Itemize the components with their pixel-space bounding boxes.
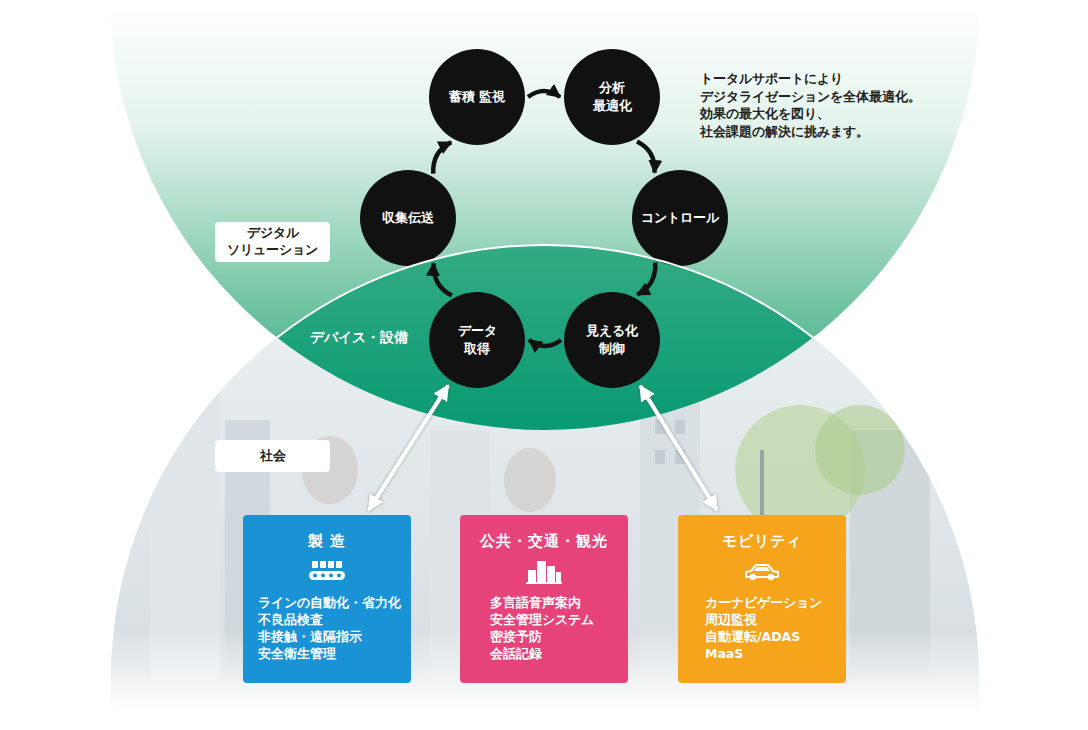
cycle-arrow [529, 340, 561, 346]
card-item: 周辺監視 [678, 611, 846, 628]
cycle-arrow [637, 142, 655, 173]
region-label: デバイス・設備 [310, 329, 408, 347]
note-text: トータルサポートにより デジタライゼーションを全体最適化。 効果の最大化を図り、… [700, 70, 940, 140]
region-arc [277, 245, 813, 338]
process-circle: データ 取得 [429, 292, 525, 388]
circle-text-wrap: 分析 最適化 [564, 49, 660, 145]
digital-region [110, 0, 980, 430]
society-photo [100, 240, 1000, 710]
card-item: カーナビゲーション [678, 594, 846, 611]
car-icon [741, 559, 783, 583]
domain-card: モビリティカーナビゲーション周辺監視自動運転/ADASMaaS [678, 515, 846, 683]
circle-shape [564, 49, 660, 145]
card-item: 安全管理システム [460, 611, 628, 628]
card-icon [460, 556, 628, 586]
circle-text-wrap: コントロール [632, 170, 728, 266]
tag-label: 社会 [260, 448, 286, 465]
tag-label: デジタル ソリューション [223, 225, 323, 259]
card-heading: モビリティ [678, 532, 846, 551]
circle-text-wrap: 蓄積 監視 [429, 49, 525, 145]
card-item: ラインの自動化・省力化 [243, 594, 411, 611]
card-item: 会話記録 [460, 645, 628, 662]
conveyor-icon [307, 559, 347, 583]
process-circle: 分析 最適化 [564, 49, 660, 145]
circle-label: 分析 最適化 [582, 79, 642, 115]
card-item: 密接予防 [460, 628, 628, 645]
circle-label: 見える化 制御 [582, 322, 642, 358]
process-circle: コントロール [632, 170, 728, 266]
circle-fill [429, 292, 525, 388]
domain-card: 製 造ラインの自動化・省力化不良品検査非接触・遠隔指示安全衛生管理 [243, 515, 411, 683]
cycle-arrow [528, 91, 560, 97]
circle-shape [564, 292, 660, 388]
circle-shape [429, 292, 525, 388]
circle-fill [564, 292, 660, 388]
cycle-arrow [433, 142, 451, 174]
circle-text-wrap: 収集伝送 [360, 170, 456, 266]
card-item: 不良品検査 [243, 611, 411, 628]
card-icon [243, 556, 411, 586]
card-item: 安全衛生管理 [243, 645, 411, 662]
circle-label: 収集伝送 [363, 209, 453, 227]
link-arrow [640, 386, 716, 510]
circle-fill [564, 49, 660, 145]
region-text-wrap: デバイス・設備 [310, 329, 408, 347]
card-heading: 製 造 [243, 532, 411, 551]
circle-label: コントロール [635, 209, 725, 227]
domain-card: 公共・交通・観光多言語音声案内安全管理システム密接予防会話記録 [460, 515, 628, 683]
link-arrow [369, 386, 448, 510]
device-region-fill [277, 245, 813, 430]
process-circle: 収集伝送 [360, 170, 456, 266]
circle-label: 蓄積 監視 [432, 88, 522, 106]
circle-fill [429, 49, 525, 145]
circle-fill [360, 170, 456, 266]
card-item: 自動運転/ADAS [678, 628, 846, 645]
cycle-arrow [434, 263, 452, 295]
circle-text-wrap: データ 取得 [429, 292, 525, 388]
section-tag: デジタル ソリューション [215, 222, 330, 262]
section-tag: 社会 [215, 440, 330, 472]
buildings-icon [524, 558, 564, 585]
card-icon [678, 556, 846, 586]
process-circle: 蓄積 監視 [429, 49, 525, 145]
device-region: デバイス・設備 [277, 245, 813, 430]
card-item: 非接触・遠隔指示 [243, 628, 411, 645]
circle-label: データ 取得 [447, 322, 507, 358]
cycle-arrow [637, 263, 655, 295]
card-item: MaaS [678, 645, 846, 662]
card-item: 多言語音声案内 [460, 594, 628, 611]
card-heading: 公共・交通・観光 [460, 532, 628, 551]
link-arrow [542, 436, 546, 509]
process-circle: 見える化 制御 [564, 292, 660, 388]
circle-text-wrap: 見える化 制御 [564, 292, 660, 388]
circle-fill [632, 170, 728, 266]
